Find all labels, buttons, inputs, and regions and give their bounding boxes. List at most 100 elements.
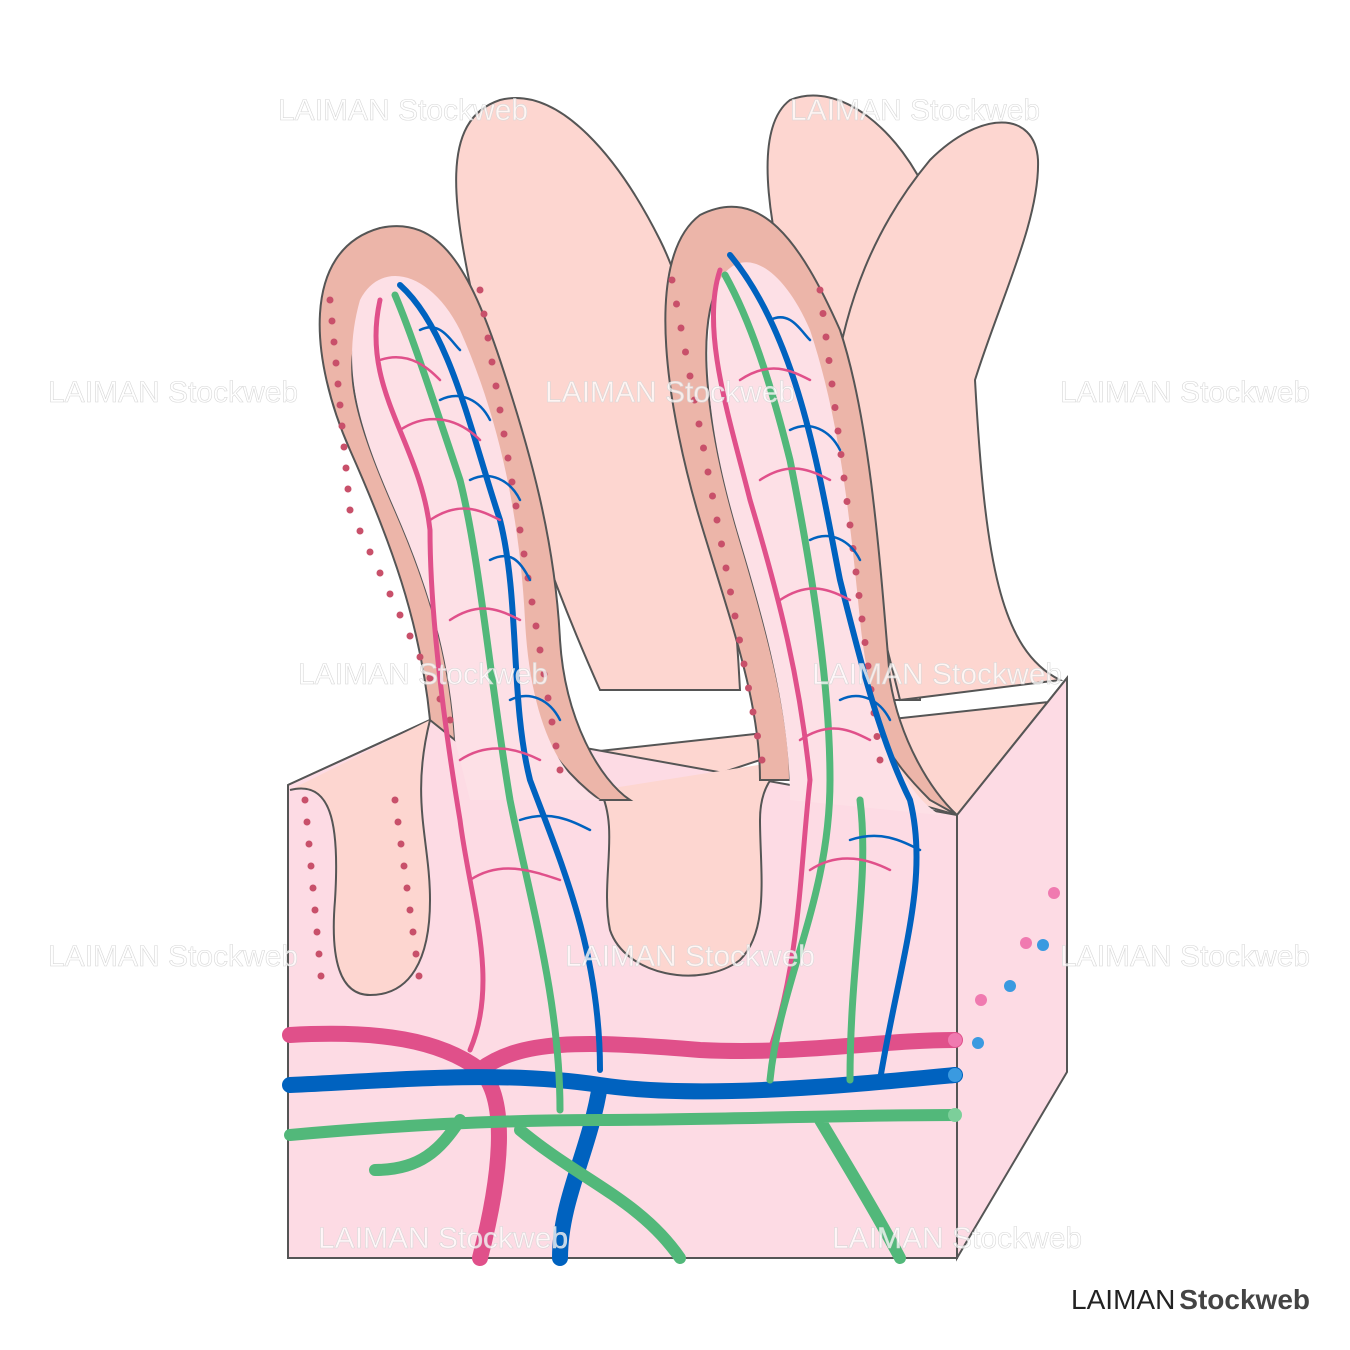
watermark-text: LAIMAN Stockweb [1060,940,1310,973]
nucleus-dot [540,670,548,678]
nucleus-dot [677,324,685,332]
nucleus-dot [822,333,830,341]
nucleus-dot [873,733,881,740]
nucleus-dot [548,718,556,726]
nucleus-dot [843,498,851,505]
nucleus-dot [504,454,512,462]
nucleus-dot [695,420,703,428]
front-villus-left-core [352,276,600,800]
side-vessel-dots [948,887,1060,1122]
vein-villus-left [397,282,603,1073]
front-villus-right-core [708,262,940,815]
nucleus-dot [682,348,689,356]
nucleus-dot [492,382,500,390]
nucleus-dot [668,276,676,284]
nucleus-dot [446,716,454,724]
nucleus-dot [508,478,516,486]
front-villus-right [664,205,958,816]
nucleus-dot [303,818,311,826]
nucleus-dot [709,492,716,500]
nucleus-dot [336,401,344,409]
nucleus-dot [307,862,315,870]
watermark-text: LAIMAN Stockweb [832,1222,1082,1255]
vein-villus-right [727,252,920,1083]
nucleus-dot [480,310,488,318]
nucleus-dot [340,443,348,451]
nucleus-dot [326,296,334,304]
watermark-text: LAIMAN Stockweb [48,376,298,409]
nucleus-dot [328,317,336,325]
nucleus-dot [727,588,734,596]
nucleus-dot [840,474,848,482]
nucleus-dot [356,527,364,535]
nucleus-dot [691,396,698,404]
nucleus-dot [825,357,833,364]
nucleus-dot [376,569,384,577]
watermark-text: LAIMAN Stockweb [790,94,1040,127]
nucleus-dot [334,380,342,388]
nucleus-dot [718,540,725,548]
watermark-text: LAIMAN Stockweb [318,1222,568,1255]
nucleus-dot [736,636,743,644]
nucleus-dot [403,884,411,892]
nucleus-dot [831,404,839,411]
nucleus-dot [837,451,845,458]
nucleus-dot [406,906,414,914]
lymph-villus-left [391,291,564,1114]
nucleus-dot [488,358,496,366]
nucleus-dot [713,516,721,524]
nucleus-dot [496,406,504,414]
nucleus-dot [406,632,414,640]
nucleus-dot [740,660,748,668]
nucleus-dot [342,464,350,472]
nucleus-dot [394,818,402,826]
nucleus-dot [855,592,863,599]
nucleus-dot [745,684,752,692]
nucleus-dot [532,622,540,630]
nucleus-dot [396,611,404,619]
nucleus-dot [313,928,321,936]
nucleus-dot [426,674,434,682]
nucleus-dot [754,732,761,740]
nucleus-dot [409,928,417,936]
crypt-middle [599,759,791,977]
watermark-text: LAIMAN Stockweb [48,940,298,973]
nucleus-dot [722,564,730,572]
nucleus-dot [686,372,694,380]
nucleus-dot [400,862,408,870]
watermark-text: LAIMAN Stockweb [812,658,1062,691]
watermark-text: LAIMAN Stockweb [298,658,548,691]
nucleus-dot [544,694,552,702]
watermark-text: LAIMAN Stockweb [1060,376,1310,409]
crypt-left [289,719,432,997]
nucleus-dot [386,590,394,598]
nucleus-dot [397,840,405,848]
nucleus-dot [556,766,564,774]
nucleus-dot [338,422,346,430]
nucleus-dot [858,615,866,623]
watermark-text: LAIMAN Stockweb [565,940,815,973]
nucleus-dot [528,598,536,606]
nucleus-dot [864,662,872,670]
capillary-network [378,356,892,882]
nucleus-dot [704,468,712,476]
nucleus-dot [317,972,325,980]
nucleus-dot [346,506,354,514]
watermark-text: LAIMAN Stockweb [545,376,795,409]
nucleus-dot [391,796,399,804]
nucleus-dot [552,742,560,750]
nucleus-dot [415,972,423,980]
lymph-villus-right [721,271,867,1084]
nucleus-dot [700,444,707,452]
nucleus-dot [816,286,824,294]
logo-suffix: Stockweb [1179,1284,1310,1315]
nucleus-dot [344,485,352,493]
front-villus-left [318,225,634,801]
nucleus-dot [758,756,766,764]
nucleus-dot [309,884,317,892]
nucleus-dot [366,548,374,556]
nucleus-dot [861,639,869,646]
